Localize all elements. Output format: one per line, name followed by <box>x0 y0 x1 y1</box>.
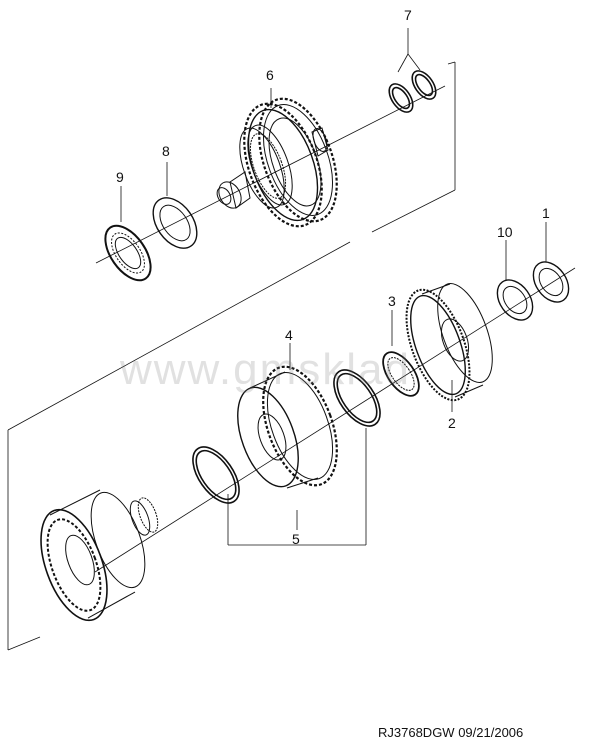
watermark-text: www.gmsklad <box>120 345 411 394</box>
gear-shaft-part-6 <box>216 97 338 228</box>
axis-lines <box>94 85 576 573</box>
thrust-bearing-part-9 <box>104 224 152 282</box>
clutch-housing <box>40 489 159 622</box>
snap-rings-part-5 <box>192 369 381 504</box>
planet-carrier-part-4 <box>237 365 338 489</box>
drawing-footer: RJ3768DGW 09/21/2006 <box>378 725 523 740</box>
callout-8: 8 <box>162 143 170 159</box>
callout-2: 2 <box>448 415 456 431</box>
callout-9: 9 <box>116 169 124 185</box>
callout-3: 3 <box>388 293 396 309</box>
drawing-id: RJ3768DGW <box>378 725 455 740</box>
callout-6: 6 <box>266 67 274 83</box>
callout-7: 7 <box>404 7 412 23</box>
callout-4: 4 <box>285 327 293 343</box>
thrust-washer-part-1 <box>532 261 570 303</box>
bearing-part-3 <box>382 351 420 397</box>
callout-5: 5 <box>292 531 300 547</box>
drawing-date: 09/21/2006 <box>458 725 524 740</box>
thrust-washer-part-8 <box>152 197 198 249</box>
callout-1: 1 <box>542 205 550 221</box>
upper-frame-lines <box>7 61 456 651</box>
leader-lines <box>120 28 547 546</box>
callout-10: 10 <box>497 224 513 240</box>
snap-rings-part-7 <box>388 70 437 113</box>
ring-gear-drum-part-2 <box>405 283 493 402</box>
thrust-washer-part-10 <box>496 279 534 321</box>
